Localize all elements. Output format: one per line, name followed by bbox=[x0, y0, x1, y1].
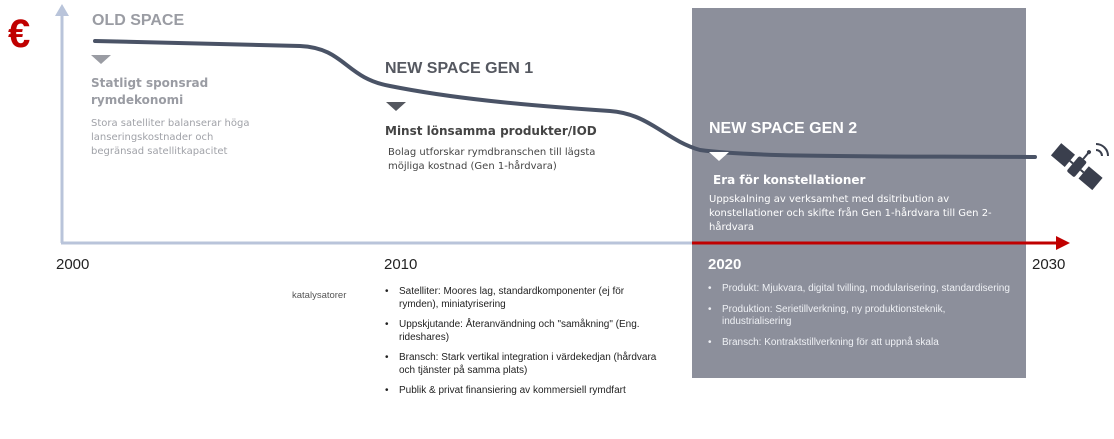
list-item: Bransch: Stark vertikal integration i vä… bbox=[385, 352, 660, 377]
x-axis-arrowhead bbox=[1056, 236, 1070, 250]
catalysts-list-2020: Produkt: Mjukvara, digital tvilling, mod… bbox=[708, 283, 1013, 357]
year-label-2000: 2000 bbox=[56, 256, 90, 273]
era-title-gen1: NEW SPACE GEN 1 bbox=[385, 60, 534, 77]
era-title-gen2: NEW SPACE GEN 2 bbox=[709, 120, 858, 137]
y-axis-arrowhead bbox=[55, 4, 69, 16]
year-label-2030: 2030 bbox=[1032, 256, 1066, 273]
era-subtitle-gen2: Era för konstellationer bbox=[713, 173, 866, 187]
era-marker-gen2 bbox=[709, 152, 729, 161]
era-description-gen1: Bolag utforskar rymdbranschen till lägst… bbox=[388, 147, 596, 172]
era-marker-old-space bbox=[91, 55, 111, 64]
list-item: Publik & privat finansiering av kommersi… bbox=[385, 385, 660, 398]
catalysts-list-2010: Satelliter: Moores lag, standardkomponen… bbox=[385, 286, 660, 406]
era-subtitle-old-space: Statligt sponsrad rymdekonomi bbox=[91, 76, 209, 107]
year-label-2020: 2020 bbox=[708, 256, 742, 273]
satellite-icon bbox=[1050, 143, 1109, 191]
era-title-old-space: OLD SPACE bbox=[92, 12, 185, 29]
era-marker-gen1 bbox=[386, 102, 406, 111]
year-label-2010: 2010 bbox=[384, 256, 418, 273]
cost-curve bbox=[93, 39, 1037, 159]
era-description-old-space: Stora satelliter balanserar höga lanseri… bbox=[91, 118, 250, 157]
list-item: Produktion: Serietillverkning, ny produk… bbox=[708, 304, 1013, 329]
list-item: Produkt: Mjukvara, digital tvilling, mod… bbox=[708, 283, 1013, 296]
list-item: Satelliter: Moores lag, standardkomponen… bbox=[385, 286, 660, 311]
era-subtitle-gen1: Minst lönsamma produkter/IOD bbox=[385, 124, 597, 138]
catalysts-label: katalysatorer bbox=[292, 290, 347, 301]
era-description-gen2: Uppskalning av verksamhet med dsitributi… bbox=[709, 194, 992, 233]
euro-icon: € bbox=[8, 12, 31, 56]
list-item: Bransch: Kontraktstillverkning för att u… bbox=[708, 337, 1013, 350]
list-item: Uppskjutande: Återanvändning och "samåkn… bbox=[385, 319, 660, 344]
